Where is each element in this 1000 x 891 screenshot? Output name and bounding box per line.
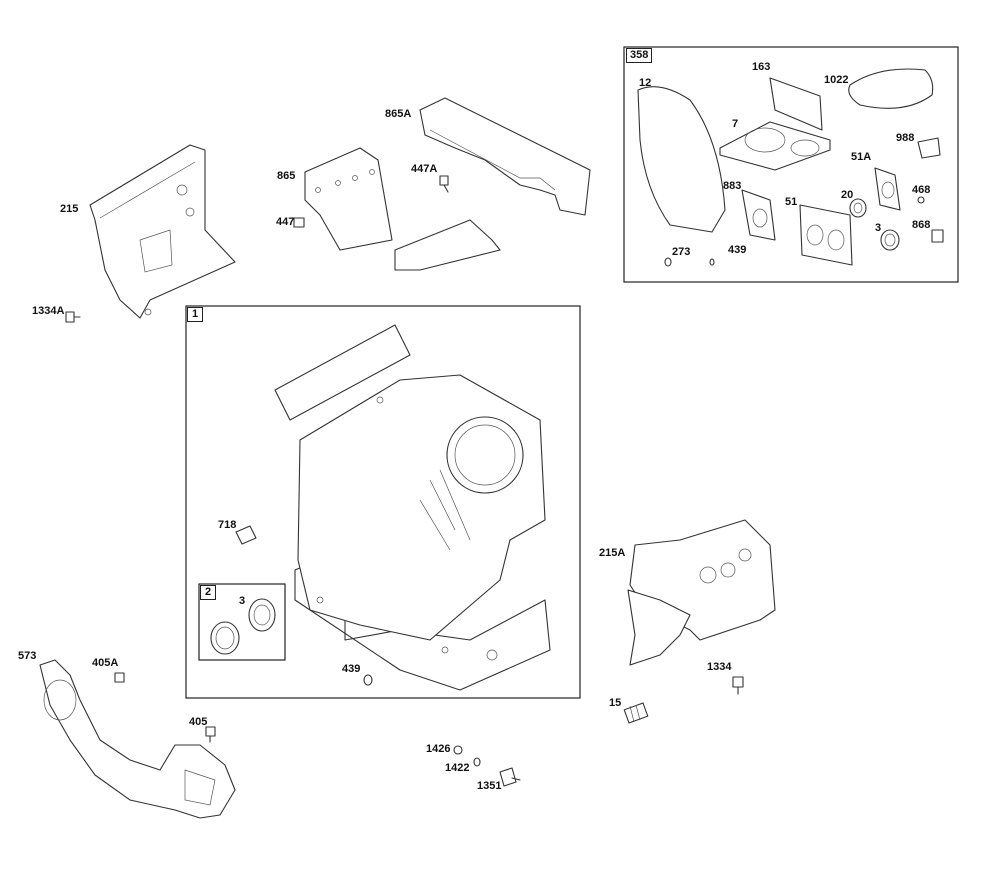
label-1351: 1351: [477, 780, 502, 792]
label-988: 988: [896, 132, 915, 144]
part-1334-bolt[interactable]: [732, 676, 744, 695]
part-51A-gasket[interactable]: [874, 167, 901, 211]
part-1351-stud[interactable]: [499, 767, 521, 787]
label-439-gasket-set: 439: [728, 244, 747, 256]
part-573-shield[interactable]: [39, 659, 236, 819]
label-447: 447: [276, 216, 295, 228]
label-865: 865: [277, 170, 296, 182]
label-1022: 1022: [824, 74, 849, 86]
part-1-cylinder[interactable]: [274, 324, 551, 691]
part-405-bolt[interactable]: [205, 726, 216, 743]
part-439-washer-gasket-set[interactable]: [709, 258, 715, 266]
label-439: 439: [342, 663, 361, 675]
label-468: 468: [912, 184, 931, 196]
label-1334A: 1334A: [32, 305, 65, 317]
label-865A: 865A: [385, 108, 412, 120]
part-1022-gasket[interactable]: [848, 68, 934, 109]
part-215A-blower-housing[interactable]: [627, 519, 776, 666]
part-447-bolt[interactable]: [293, 217, 305, 228]
part-1422-washer[interactable]: [473, 757, 481, 767]
bearing-kit-frame: [198, 583, 286, 661]
label-15: 15: [609, 697, 622, 709]
part-15-fitting[interactable]: [623, 702, 649, 724]
group-tag-cylinder-assembly: 1: [187, 307, 203, 322]
label-1422: 1422: [445, 762, 470, 774]
part-883-gasket[interactable]: [741, 189, 776, 241]
part-51-gasket[interactable]: [799, 204, 853, 266]
part-12-gasket[interactable]: [637, 86, 726, 233]
label-215: 215: [60, 203, 79, 215]
part-bearing-sleeve[interactable]: [210, 621, 240, 655]
part-439-washer[interactable]: [363, 674, 373, 686]
part-1334A-bolt[interactable]: [65, 311, 81, 323]
label-7: 7: [732, 118, 739, 130]
part-1426-nut[interactable]: [453, 745, 463, 755]
label-573: 573: [18, 650, 37, 662]
part-865-shroud[interactable]: [304, 147, 393, 251]
label-20: 20: [841, 189, 854, 201]
part-3-seal-bearing-kit[interactable]: [248, 598, 276, 632]
label-447A: 447A: [411, 163, 438, 175]
part-3-seal-gasket-set[interactable]: [880, 229, 900, 251]
group-tag-bearing-kit: 2: [200, 585, 216, 600]
part-447A-bolt[interactable]: [439, 175, 449, 193]
part-718-dowel[interactable]: [235, 525, 257, 545]
label-868: 868: [912, 219, 931, 231]
label-51: 51: [785, 196, 798, 208]
part-163-gasket[interactable]: [769, 77, 823, 131]
label-215A: 215A: [599, 547, 626, 559]
label-1426: 1426: [426, 743, 451, 755]
label-3-bearing-kit: 3: [239, 595, 246, 607]
part-405A-bolt[interactable]: [114, 672, 125, 683]
part-468-ring[interactable]: [917, 196, 925, 204]
label-163: 163: [752, 61, 771, 73]
label-883: 883: [723, 180, 742, 192]
label-718: 718: [218, 519, 237, 531]
group-tag-gasket-set: 358: [626, 48, 653, 63]
label-51A: 51A: [851, 151, 872, 163]
part-7-head-gasket[interactable]: [719, 121, 831, 171]
label-1334: 1334: [707, 661, 732, 673]
label-405: 405: [189, 716, 208, 728]
cylinder-assembly-frame: [185, 305, 581, 699]
part-273-washer[interactable]: [664, 257, 672, 267]
label-12: 12: [639, 77, 652, 89]
part-988-plate[interactable]: [917, 137, 941, 159]
part-868-seal[interactable]: [931, 229, 944, 243]
part-865A-cover[interactable]: [394, 97, 591, 271]
gasket-set-frame: [623, 46, 959, 283]
part-20-seal[interactable]: [849, 198, 867, 218]
label-405A: 405A: [92, 657, 119, 669]
part-215-blower-housing[interactable]: [89, 144, 236, 319]
label-3-gasket-set: 3: [875, 222, 882, 234]
label-273: 273: [672, 246, 691, 258]
